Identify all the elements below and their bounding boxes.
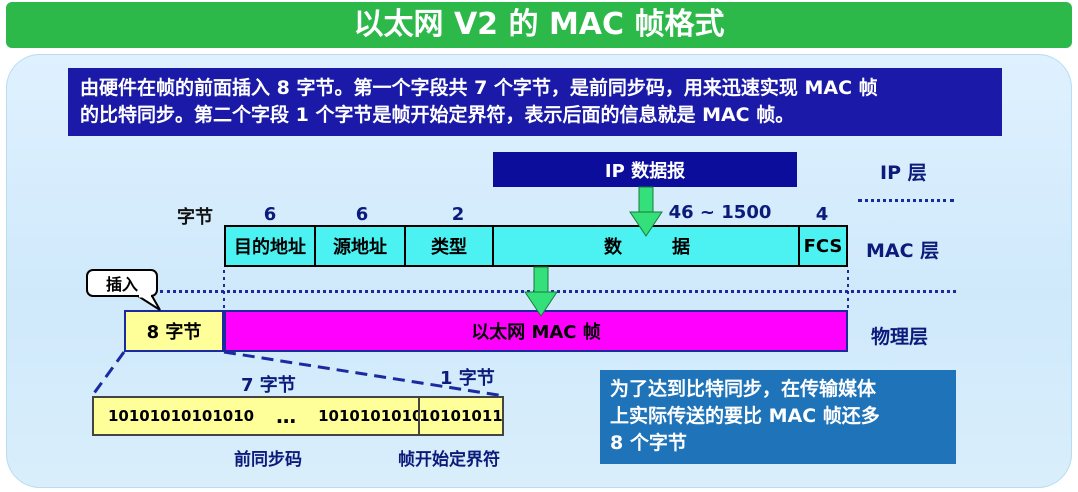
physical-layer-label: 物理层 (871, 326, 929, 348)
insert-callout: 插入 (86, 269, 158, 297)
expansion-lines (90, 350, 505, 398)
mac-layer-label: MAC 层 (866, 240, 940, 262)
seven-bytes-label: 7 字节 (241, 375, 296, 396)
field-type: 类型 (404, 225, 494, 267)
size-data: 46 ~ 1500 (668, 202, 772, 223)
ethernet-mac-frame-box: 以太网 MAC 帧 (224, 310, 848, 352)
mac-physical-separator (160, 290, 956, 293)
one-byte-label: 1 字节 (440, 368, 495, 389)
sync-note-box: 为了达到比特同步，在传输媒体 上实际传送的要比 MAC 帧还多 8 个字节 (600, 370, 956, 464)
ip-datagram-box: IP 数据报 (493, 152, 797, 187)
page-title: 以太网 V2 的 MAC 帧格式 (6, 2, 1072, 48)
note-line-2: 上实际传送的要比 MAC 帧还多 (610, 405, 880, 427)
note-line-1: 为了达到比特同步，在传输媒体 (610, 378, 877, 400)
bits-ellipsis: … (276, 404, 297, 428)
size-src: 6 (355, 204, 369, 225)
preamble-8-bytes-box: 8 字节 (124, 310, 224, 352)
field-fcs: FCS (798, 225, 848, 267)
size-fcs: 4 (815, 204, 829, 225)
size-type: 2 (451, 204, 465, 225)
ip-layer-label: IP 层 (880, 162, 927, 184)
preamble-name-label: 前同步码 (234, 450, 302, 470)
preamble-bits-box: 10101010101010 … 10101010101010 (92, 396, 464, 436)
field-dest-address: 目的地址 (224, 225, 316, 267)
field-data-char-1: 数 (604, 237, 622, 258)
preamble-bits-start: 10101010101010 (108, 407, 255, 425)
sfd-bits-box: 10101011 (418, 396, 504, 436)
size-dest: 6 (263, 204, 277, 225)
ip-mac-separator (858, 199, 954, 202)
bytes-label: 字节 (177, 207, 213, 228)
down-arrow-mac-to-physical (524, 266, 558, 317)
down-arrow-ip-to-mac (629, 186, 663, 237)
intro-line-2: 的比特同步。第二个字段 1 个字节是帧开始定界符，表示后面的信息就是 MAC 帧… (80, 104, 795, 126)
intro-line-1: 由硬件在帧的前面插入 8 字节。第一个字段共 7 个字节，是前同步码，用来迅速实… (80, 77, 878, 99)
sfd-name-label: 帧开始定界符 (398, 450, 500, 470)
note-line-3: 8 个字节 (610, 432, 687, 454)
callout-tail (134, 295, 161, 311)
field-data-char-2: 据 (672, 237, 690, 258)
field-src-address: 源地址 (314, 225, 406, 267)
intro-text: 由硬件在帧的前面插入 8 字节。第一个字段共 7 个字节，是前同步码，用来迅速实… (68, 68, 1002, 136)
